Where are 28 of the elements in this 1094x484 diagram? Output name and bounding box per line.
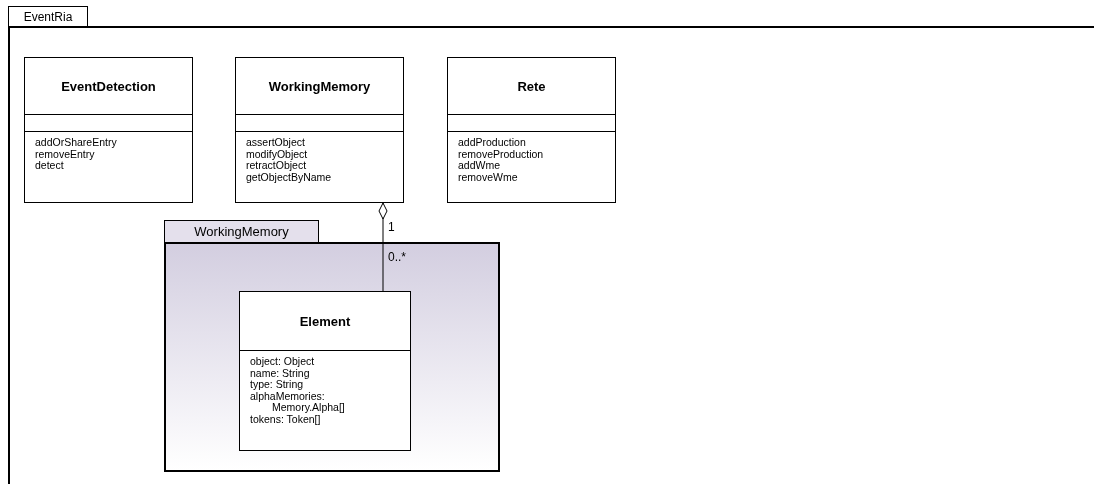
class-name: EventDetection (61, 78, 156, 94)
operation: addWme (458, 160, 501, 172)
aggregation-line (378, 202, 388, 292)
class-box (239, 291, 411, 451)
attribute: tokens: Token[] (250, 413, 321, 425)
class-box (447, 57, 616, 203)
class-box (24, 57, 193, 203)
operation: assertObject (246, 137, 306, 149)
operation: removeProduction (458, 148, 545, 160)
operation: removeEntry (35, 148, 95, 160)
attribute: name: String (250, 367, 310, 379)
class-name: Rete (517, 78, 546, 94)
multiplicity-label: 0..* (388, 250, 406, 264)
package-tab: EventRia (8, 6, 88, 26)
multiplicity-label: 1 (388, 220, 395, 234)
operation: modifyObject (246, 148, 309, 160)
class-name: Element (299, 313, 351, 329)
operation: retractObject (246, 160, 308, 172)
operation: addProduction (458, 137, 527, 149)
package-tab: WorkingMemory (164, 220, 319, 242)
operation: removeWme (458, 171, 519, 183)
operation: addOrShareEntry (35, 137, 118, 149)
class-name: WorkingMemory (268, 78, 371, 94)
class-box (235, 57, 404, 203)
operation: detect (35, 160, 64, 172)
operation: getObjectByName (246, 171, 333, 183)
attribute: object: Object (250, 356, 316, 368)
attribute: type: String (250, 379, 304, 391)
